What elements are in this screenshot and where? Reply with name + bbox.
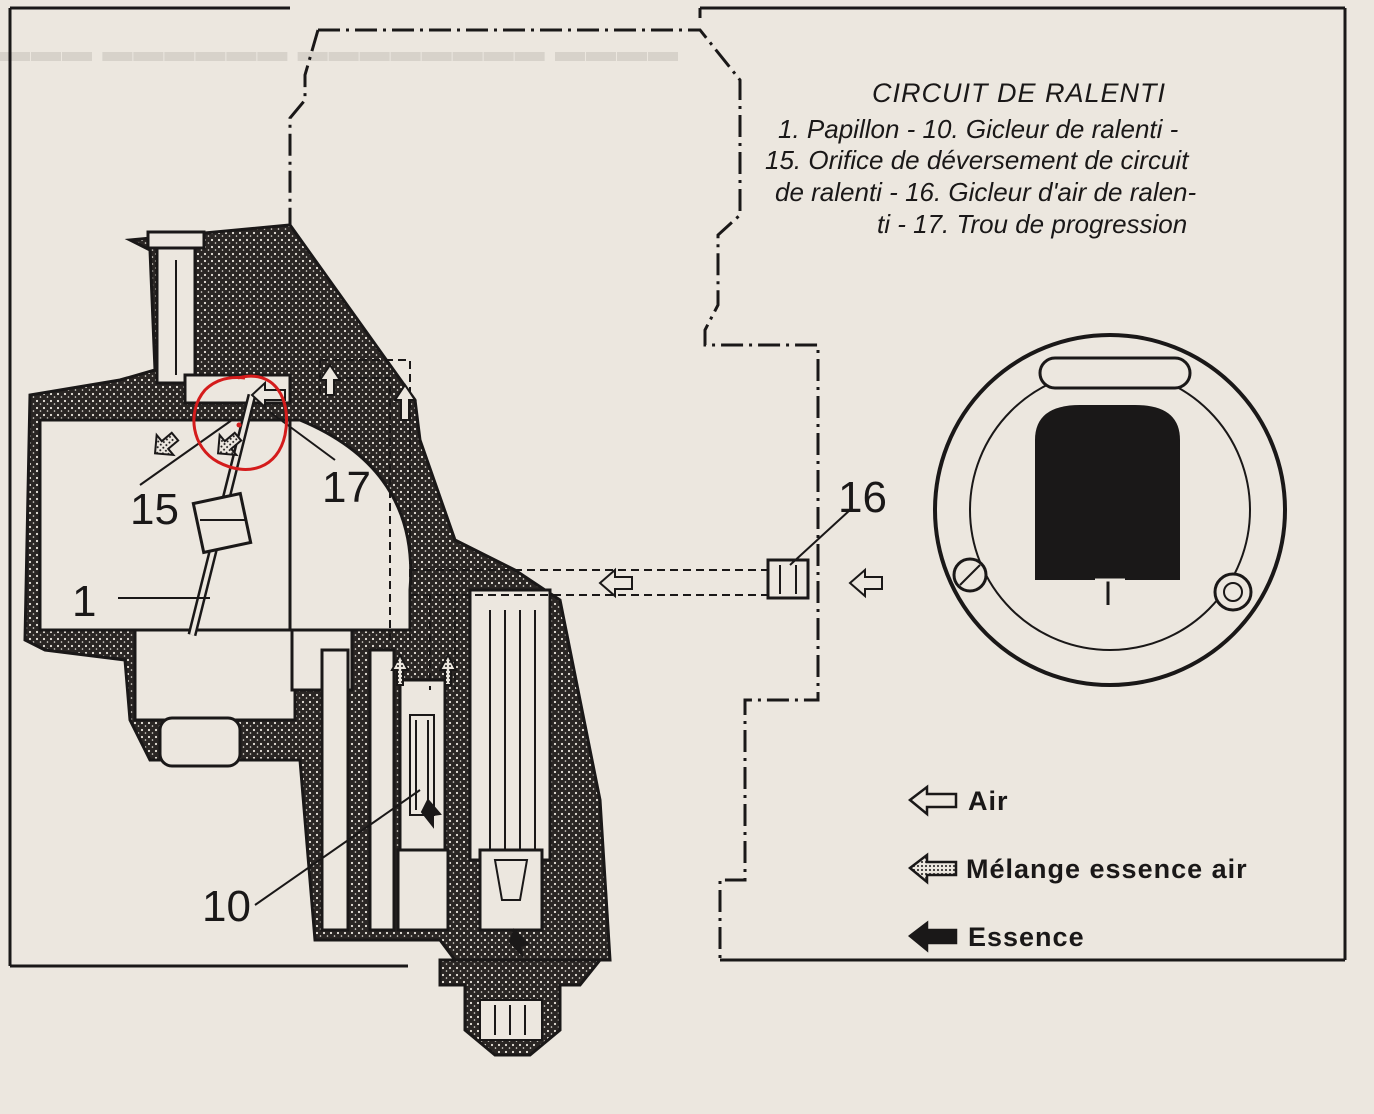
caption-line-3: de ralenti - 16. Gicleur d'air de ralen- xyxy=(775,177,1197,207)
legend-air-label: Air xyxy=(968,786,1009,816)
callout-1: 1 xyxy=(72,577,97,626)
leader-lines xyxy=(118,411,851,906)
callout-17: 17 xyxy=(322,463,371,512)
callout-15: 15 xyxy=(130,485,179,534)
caption-line-2: 15. Orifice de déversement de circuit xyxy=(765,145,1189,175)
callout-16: 16 xyxy=(838,473,887,522)
frame xyxy=(8,6,1347,968)
air-filter-outline xyxy=(288,28,820,960)
dotted-arrow-icon xyxy=(907,852,958,885)
idle-air-circuit xyxy=(319,359,770,690)
air-jet xyxy=(766,558,810,600)
legend-mix-label: Mélange essence air xyxy=(966,854,1248,884)
caption-title: CIRCUIT DE RALENTI xyxy=(872,78,1167,108)
legend-fuel-label: Essence xyxy=(968,922,1085,952)
throttle-plate xyxy=(187,393,257,637)
carburetor-body xyxy=(23,223,612,1057)
flow-arrows xyxy=(153,363,883,959)
bleed-text-left: ▬▬▬ ▬▬▬▬▬▬ ▬▬▬▬▬▬▬▬ ▬▬▬▬ xyxy=(0,35,680,68)
carburetor-top-view xyxy=(933,333,1287,687)
solid-arrow-icon xyxy=(907,920,958,953)
hollow-arrow-icon xyxy=(907,784,958,817)
callout-10: 10 xyxy=(202,882,251,931)
legend-icons xyxy=(907,784,958,953)
caption-line-4: ti - 17. Trou de progression xyxy=(877,209,1188,239)
caption-line-1: 1. Papillon - 10. Gicleur de ralenti - xyxy=(778,114,1179,144)
annotation-circle xyxy=(192,374,288,471)
